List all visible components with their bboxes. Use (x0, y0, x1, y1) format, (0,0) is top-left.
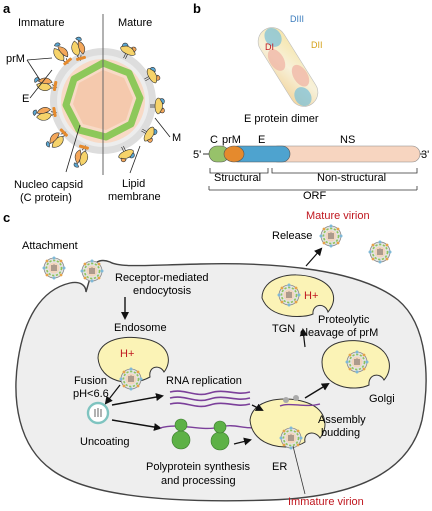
receptor-label-2: endocytosis (133, 285, 192, 297)
di-label: DI (265, 42, 274, 52)
panel-c: c Mature virion Release Attachment Recep… (3, 210, 427, 508)
c-label: C (210, 134, 218, 146)
budding-particle-1 (283, 397, 289, 403)
e-gene-label: E (258, 134, 265, 146)
virion-released-1 (318, 223, 344, 249)
rna-strand-3 (169, 402, 251, 408)
m-pointer (154, 117, 171, 138)
ribosome-1-small (174, 418, 188, 432)
prm-segment (223, 145, 245, 163)
rna-strand-2 (169, 396, 251, 402)
h-plus-endosome: H+ (120, 348, 134, 360)
golgi-to-tgn-arrow (299, 328, 308, 348)
virion-released-2 (367, 239, 393, 265)
polyprotein-label-1: Polyprotein synthesis (146, 461, 250, 473)
nonstructural-bracket (271, 168, 418, 174)
endosome-label: Endosome (114, 322, 167, 334)
nonstructural-label: Non-structural (317, 172, 386, 184)
release-label: Release (272, 230, 312, 242)
polyprotein-label-2: and processing (161, 475, 236, 487)
receptor-label-1: Receptor-mediated (115, 272, 209, 284)
prm-pointer-2 (26, 59, 41, 81)
golgi-label: Golgi (369, 393, 395, 405)
mature-virion-label: Mature virion (306, 210, 370, 222)
m-label: M (172, 132, 181, 144)
panel-a-letter: a (3, 1, 11, 16)
uncoating-to-replication-arrow (111, 393, 164, 406)
structural-bracket (209, 168, 269, 174)
fusion-label-2: pH<6.6 (73, 388, 109, 400)
ns-segment (269, 145, 421, 163)
e-pointer (29, 69, 53, 99)
rna-replication-label: RNA replication (166, 375, 242, 387)
ns-gene-label: NS (340, 134, 355, 146)
panel-a: a Immature Mature prM (3, 1, 181, 204)
er-label: ER (272, 461, 287, 473)
capsid-label-1: Nucleo capsid (14, 179, 83, 191)
ribosome-2-small (213, 420, 227, 434)
replication-to-er-arrow (251, 403, 264, 411)
five-prime-label: 5' (193, 149, 201, 161)
mature-label: Mature (118, 17, 152, 29)
tgn-label: TGN (272, 323, 295, 335)
e-protein-dimer (257, 27, 319, 107)
virion-attach-1 (41, 255, 67, 281)
immature-virion-label: Immature virion (288, 496, 364, 508)
immature-virion-pointer (292, 445, 306, 495)
release-arrow (305, 247, 323, 267)
e-label: E (22, 93, 29, 105)
lipid-label-1: Lipid (122, 178, 145, 190)
immature-label: Immature (18, 17, 64, 29)
assembly-label-1: Assembly (318, 414, 366, 426)
fusion-arrow (104, 384, 121, 405)
prm-label: prM (6, 53, 25, 65)
h-plus-tgn: H+ (304, 290, 318, 302)
capsid-pointer (65, 124, 81, 173)
er-vesicle (249, 398, 326, 448)
lipid-pointer (129, 145, 141, 174)
ribosome-2-large (210, 431, 230, 451)
structural-label: Structural (214, 172, 261, 184)
capsid-label-2: (C protein) (20, 192, 72, 204)
orf-label: ORF (303, 190, 327, 202)
diii-label: DIII (290, 14, 304, 24)
translation-to-er-arrow (233, 437, 252, 446)
panel-b: b DIII DI DII E protein dimer 5' C prM E… (193, 1, 429, 202)
dii-label: DII (311, 40, 323, 50)
proteolytic-label-1: Proteolytic (318, 314, 370, 326)
uncoating-to-translation-arrow (111, 419, 162, 431)
prm-pointer (26, 57, 53, 61)
er-membrane-strand (279, 403, 321, 407)
three-prime-label: 3' (421, 149, 429, 161)
uncoated-rna (94, 408, 102, 417)
uncoating-label: Uncoating (80, 436, 130, 448)
fusion-label-1: Fusion (74, 375, 107, 387)
ribosome-1-large (171, 430, 191, 450)
rna-strand-1 (169, 390, 251, 396)
proteolytic-label-2: cleavage of prM (300, 327, 378, 339)
panel-c-letter: c (3, 210, 10, 225)
attachment-label: Attachment (22, 240, 78, 252)
assembly-label-2: budding (321, 427, 360, 439)
budding-particle-2 (293, 395, 299, 401)
prm-gene-label: prM (222, 134, 241, 146)
panel-b-letter: b (193, 1, 201, 16)
nucleocapsid-shell (62, 59, 144, 141)
lipid-label-2: membrane (108, 191, 161, 203)
cell-membrane (15, 259, 427, 502)
er-to-golgi-arrow (304, 382, 330, 399)
dimer-label: E protein dimer (244, 113, 319, 125)
